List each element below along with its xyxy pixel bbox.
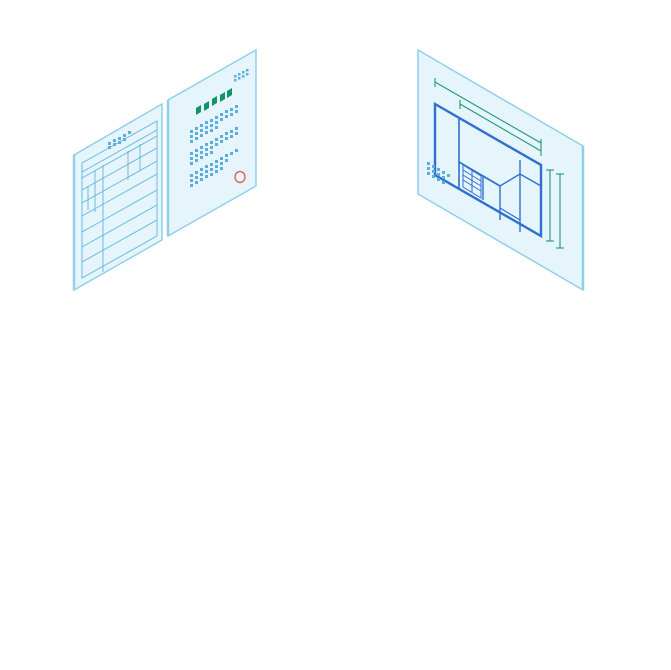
staircase-icon bbox=[462, 164, 482, 199]
plan-walls bbox=[433, 101, 543, 239]
plan-legend-dots bbox=[427, 162, 450, 184]
text-lines bbox=[190, 105, 238, 187]
dimension-lines bbox=[434, 78, 564, 249]
stamp-circle-icon bbox=[234, 170, 246, 184]
form-document-icon bbox=[72, 102, 163, 292]
floor-plan-icon bbox=[417, 48, 585, 292]
text-document-icon bbox=[166, 48, 257, 238]
